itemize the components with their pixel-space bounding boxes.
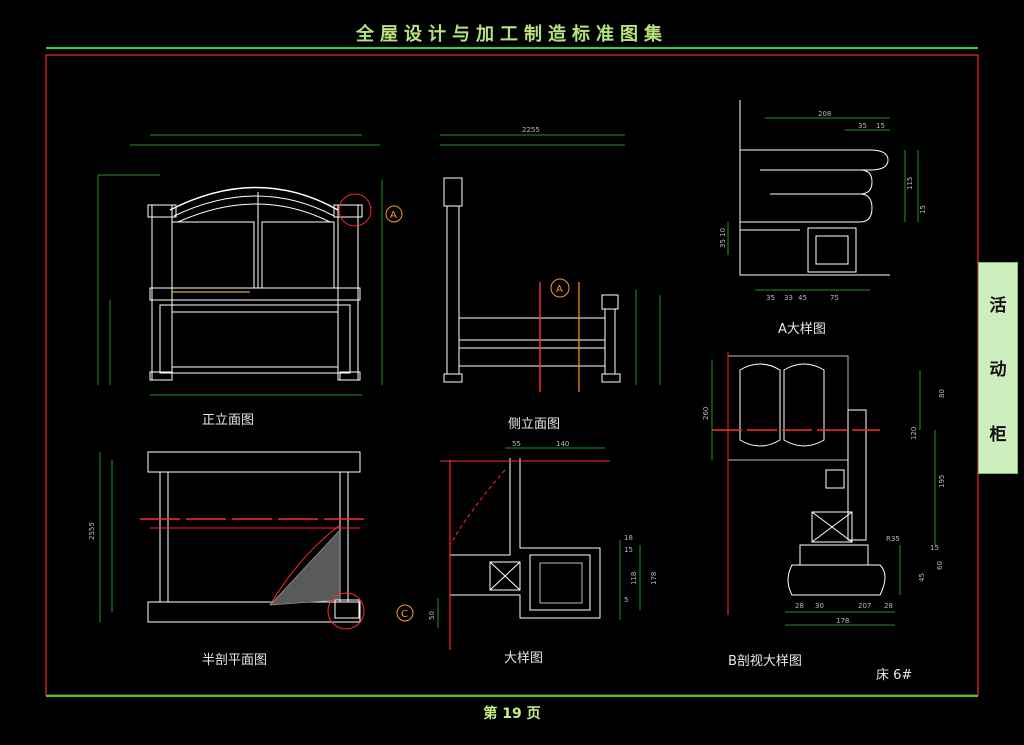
callout-c-label: C [401, 609, 408, 620]
dim-d-top2: 140 [556, 440, 569, 448]
dim-d-r1: 18 [624, 534, 633, 542]
callout-a-marker-side [550, 278, 570, 298]
dim-b-bot3: 207 [858, 602, 871, 610]
category-char-2: 动 [989, 360, 1007, 381]
dim-d-r2: 15 [624, 546, 633, 554]
view-label-a-detail: A大样图 [778, 322, 826, 337]
dim-b-bot1: 28 [795, 602, 804, 610]
detail-dimensions [437, 447, 641, 628]
sheet-border [45, 54, 979, 696]
dim-a-b2: 33 [784, 294, 793, 302]
dim-d-r4: 178 [650, 572, 658, 585]
category-char-3: 柜 [989, 425, 1007, 446]
page-number: 第 19 页 [483, 706, 541, 722]
sheet-title: 全屋设计与加工制造标准图集 [356, 24, 668, 45]
dim-d-left: 50 [428, 611, 436, 620]
dim-d-r5: 5 [624, 596, 628, 604]
dim-a-right1: 115 [906, 177, 914, 190]
dim-b-r1: 15 [930, 544, 939, 552]
half-plan-drawing [147, 451, 361, 623]
dim-side-width: 2255 [522, 126, 540, 134]
b-section-drawing [727, 355, 886, 596]
category-char-1: 活 [989, 295, 1007, 316]
dim-a-top: 208 [818, 110, 831, 118]
dim-b-right: 195 [938, 475, 946, 488]
detail-circle-c [327, 592, 365, 630]
dim-b-top: 80 [938, 389, 946, 398]
detail-drawing [449, 458, 601, 619]
dim-a-sub1: 35 [858, 122, 867, 130]
a-detail-dimensions [727, 117, 919, 291]
callout-a-marker [385, 205, 403, 223]
dim-a-b4: 75 [830, 294, 839, 302]
dim-b-r3: 60 [936, 561, 944, 570]
view-label-front: 正立面图 [202, 413, 255, 428]
callout-a-label-side: A [556, 284, 563, 295]
dim-plan-depth: 2555 [88, 522, 96, 540]
front-dimensions [97, 134, 383, 396]
drawing-code: 床 6# [876, 668, 913, 683]
view-label-half-plan: 半剖平面图 [202, 653, 268, 668]
callout-c-marker [396, 604, 414, 622]
b-section-dimensions [711, 360, 936, 626]
view-label-side: 侧立面图 [508, 417, 561, 432]
plan-dimensions [99, 452, 113, 622]
dim-b-bot4: 28 [884, 602, 893, 610]
view-label-detail: 大样图 [504, 651, 544, 666]
front-elevation [147, 186, 363, 381]
side-dimensions [440, 134, 661, 385]
dim-a-b3: 45 [798, 294, 807, 302]
detail-circle-a [338, 193, 372, 227]
dim-b-left: 260 [702, 407, 710, 420]
dim-a-left: 35 10 [719, 228, 727, 248]
dim-b-r2: 45 [918, 573, 926, 582]
dim-b-total: 178 [836, 617, 849, 625]
dim-a-right2: 15 [919, 205, 927, 214]
dim-a-sub2: 15 [876, 122, 885, 130]
dim-b-bot2: 30 [815, 602, 824, 610]
dim-d-top1: 55 [512, 440, 521, 448]
category-tab: 活 动 柜 [978, 262, 1018, 474]
dim-b-r4: R35 [886, 535, 900, 543]
view-label-b-section: B剖视大样图 [728, 654, 802, 669]
side-elevation [443, 177, 621, 383]
dim-b-mid: 120 [910, 427, 918, 440]
dim-a-b1: 35 [766, 294, 775, 302]
a-detail-drawing [739, 100, 890, 276]
dim-d-r3: 118 [630, 572, 638, 585]
callout-a-label: A [390, 210, 397, 221]
